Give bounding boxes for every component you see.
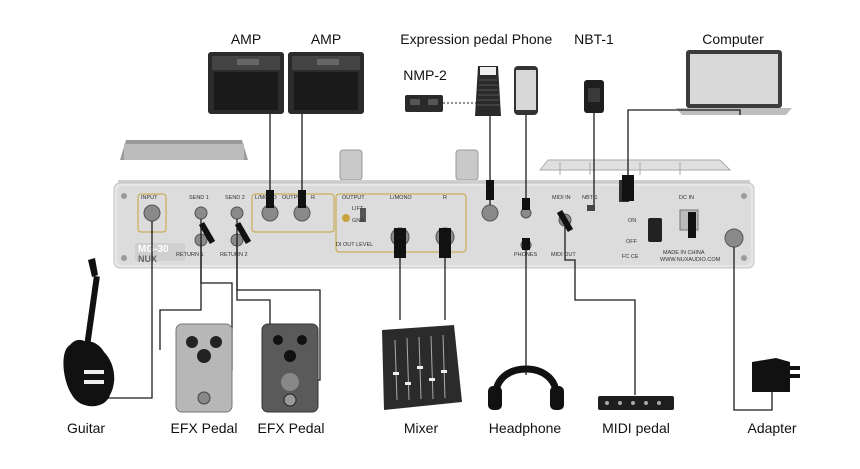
guitar-icon [63, 258, 115, 407]
nmp2-label: NMP-2 [403, 67, 447, 83]
headphone-icon [488, 365, 564, 410]
panel-dc-in-label: DC IN [679, 195, 694, 201]
panel-made-in-label: MADE IN CHINA [663, 250, 705, 256]
expression-pedal-label: Expression pedal [400, 31, 508, 47]
panel-gnd-label: GND [352, 218, 364, 224]
panel-send2-label: SEND 2 [225, 195, 245, 201]
efx-pedal-label-2: EFX Pedal [257, 420, 325, 436]
phone-icon [514, 66, 538, 115]
panel-on-label: ON [628, 218, 636, 224]
panel-website-label: WWW.NUXAUDIO.COM [660, 257, 721, 263]
amp-icon [208, 52, 284, 114]
computer-label: Computer [702, 31, 764, 47]
laptop-icon [676, 50, 792, 115]
panel-send1-label: SEND 1 [189, 195, 209, 201]
nbt1-icon [584, 80, 604, 113]
nbt1-label: NBT-1 [574, 31, 614, 47]
expression-pedal-icon [475, 66, 501, 116]
rear-panel: INPUT SEND 1 SEND 2 L/MONO OUTPUT R OUTP… [113, 180, 755, 269]
main-unit-top [118, 140, 750, 186]
mixer-label: Mixer [403, 420, 439, 436]
panel-nbt-label: NBT-1 [582, 195, 598, 201]
panel-midi-out-label: MIDI OUT [551, 252, 576, 258]
midi-pedal-label: MIDI pedal [602, 420, 670, 436]
phone-label: Phone [511, 31, 553, 47]
panel-di-level-label: DI OUT LEVEL [336, 242, 373, 248]
plugs [198, 175, 696, 258]
adapter-icon [752, 358, 800, 392]
panel-di-lmono-label: L/MONO [390, 195, 412, 201]
panel-brand-logo: NUX [138, 254, 157, 264]
amp-label-2: AMP [310, 31, 342, 47]
mixer-icon [382, 325, 462, 410]
amp-icon [288, 52, 364, 114]
nmp2-icon [405, 95, 443, 112]
panel-lift-label: LIFT [352, 206, 364, 212]
panel-output-label: OUTPUT [282, 195, 305, 201]
efx-pedal-icon [261, 323, 319, 413]
panel-input-label: INPUT [141, 195, 158, 201]
panel-return2-label: RETURN 2 [220, 252, 248, 258]
adapter-label: Adapter [747, 420, 797, 436]
panel-return1-label: RETURN 1 [176, 252, 204, 258]
headphone-label: Headphone [488, 420, 562, 436]
panel-off-label: OFF [626, 239, 638, 245]
panel-midi-in-label: MIDI IN [552, 195, 571, 201]
guitar-label: Guitar [66, 420, 106, 436]
amp-label-1: AMP [230, 31, 262, 47]
panel-ce-label: FC CE [622, 254, 639, 260]
midi-pedal-icon [598, 396, 674, 410]
efx-pedal-icon [175, 323, 233, 413]
panel-model-label: MG-30 [138, 244, 169, 255]
efx-pedal-label-1: EFX Pedal [170, 420, 238, 436]
panel-r-label: R [311, 195, 315, 201]
panel-di-output-label: OUTPUT [342, 195, 365, 201]
panel-di-r-label: R [443, 195, 447, 201]
